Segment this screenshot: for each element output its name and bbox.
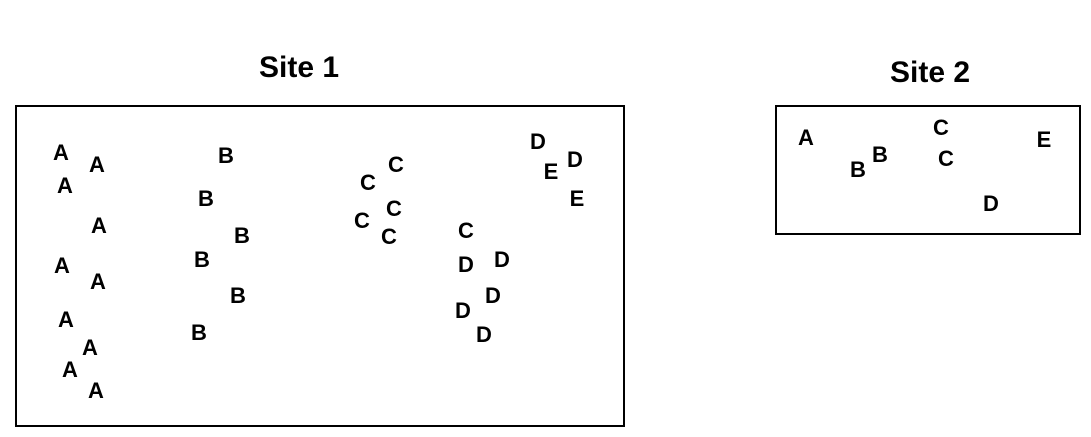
site-2-marker-c: C [938, 146, 954, 171]
site-1-marker-a: A [54, 253, 70, 278]
site-2-title: Site 2 [890, 56, 971, 89]
site-1-marker-e: E [569, 186, 585, 211]
site-1-marker-a: A [90, 269, 106, 294]
site-1-marker-b: B [198, 186, 214, 211]
site-1-marker-a: A [91, 213, 107, 238]
site-1-marker-a: A [58, 307, 74, 332]
site-2-marker-d: D [983, 191, 999, 216]
site-1-marker-b: B [230, 283, 246, 308]
site-1-marker-c: C [381, 224, 397, 249]
site-1-box [15, 105, 625, 427]
site-1-marker-b: B [194, 247, 210, 272]
site-1-marker-a: A [53, 140, 69, 165]
site-1-marker-d: D [455, 298, 471, 323]
site-1-marker-c: C [458, 218, 474, 243]
site-2-marker-c: C [933, 115, 949, 140]
site-1-marker-d: D [494, 247, 510, 272]
site-2-marker-e: E [1036, 127, 1052, 152]
site-2-box [775, 105, 1081, 235]
site-2-marker-a: A [798, 125, 814, 150]
site-1-marker-b: B [218, 143, 234, 168]
site-1-marker-b: B [191, 320, 207, 345]
site-1-marker-c: C [386, 196, 402, 221]
site-1-title: Site 1 [259, 51, 340, 84]
site-1-marker-c: C [388, 152, 404, 177]
site-1-marker-b: B [234, 223, 250, 248]
site-2-marker-b: B [872, 142, 888, 167]
site-1-marker-d: D [567, 147, 583, 172]
site-1-marker-a: A [89, 152, 105, 177]
site-1-marker-c: C [354, 208, 370, 233]
site-1-marker-d: D [530, 129, 546, 154]
site-1-marker-a: A [62, 357, 78, 382]
site-1-marker-e: E [543, 159, 559, 184]
site-2-marker-b: B [850, 157, 866, 182]
site-1-marker-c: C [360, 170, 376, 195]
site-1-marker-d: D [485, 283, 501, 308]
site-1-marker-d: D [458, 252, 474, 277]
site-1-marker-a: A [88, 378, 104, 403]
site-1-marker-d: D [476, 322, 492, 347]
site-1-marker-a: A [82, 335, 98, 360]
site-1-marker-a: A [57, 173, 73, 198]
